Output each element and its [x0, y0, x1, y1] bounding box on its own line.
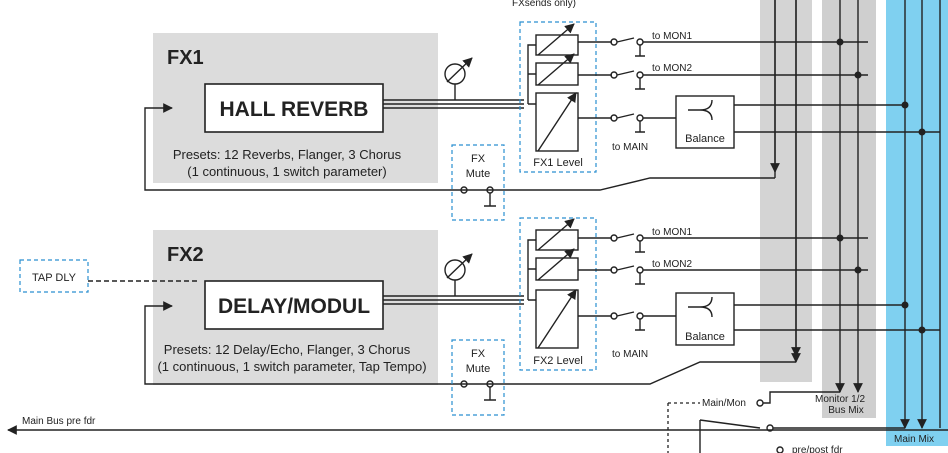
fx1-balance-label: Balance — [685, 133, 725, 145]
fx2-to-main: to MAIN — [612, 349, 648, 360]
fx2-fader-main[interactable] — [535, 289, 579, 349]
fx2-to-mon1: to MON1 — [652, 227, 692, 238]
main-mix-bar — [886, 0, 948, 446]
tap-dly-dashed-box[interactable] — [19, 259, 89, 293]
fx1-level-dashed-box — [519, 21, 597, 173]
fx1-to-mon2: to MON2 — [652, 63, 692, 74]
fx-bus-bar — [760, 0, 812, 382]
fx1-mute-label-2: Mute — [466, 168, 490, 180]
monitor-bus-label-line1: Monitor 1/2 — [815, 394, 865, 405]
fx1-mute-label-1: FX — [471, 153, 486, 165]
fx1-send-knob-icon[interactable] — [444, 63, 466, 85]
fx2-output-lines — [383, 295, 524, 305]
top-note: FXsends only) — [512, 0, 576, 9]
fx1-effect-box — [204, 83, 384, 133]
main-bus-pre-fdr-label: Main Bus pre fdr — [22, 416, 96, 427]
fx2-send-knob-icon[interactable] — [444, 259, 466, 281]
fx1-title: FX1 — [167, 47, 204, 69]
fx1-fader-main[interactable] — [535, 92, 579, 152]
fx2-to-mon2: to MON2 — [652, 259, 692, 270]
tap-dly-label: TAP DLY — [32, 272, 77, 284]
fx1-output-lines — [383, 99, 524, 109]
fx2-mute-label-1: FX — [471, 348, 486, 360]
main-mon-switch[interactable] — [756, 399, 764, 407]
fx1-input-line — [144, 103, 775, 191]
fx1-effect-name: HALL REVERB — [220, 98, 369, 121]
fx1-level-label: FX1 Level — [533, 157, 583, 169]
fx1-balance-box[interactable] — [675, 95, 735, 149]
fx2-balance-label: Balance — [685, 331, 725, 343]
main-mon-label: Main/Mon — [702, 398, 746, 409]
fx2-presets-line2: (1 continuous, 1 switch parameter, Tap T… — [157, 359, 426, 374]
fx1-mute-switch[interactable] — [460, 186, 468, 194]
fx2-level-dashed-box — [519, 217, 597, 371]
fx2-title: FX2 — [167, 244, 204, 266]
fx1-to-mon1: to MON1 — [652, 31, 692, 42]
main-mix-label: Main Mix — [894, 434, 934, 445]
fx2-balance-box[interactable] — [675, 292, 735, 346]
monitor-bus-label-line2: Bus Mix — [828, 405, 864, 416]
fx1-to-main: to MAIN — [612, 142, 648, 153]
fx2-presets-line1: Presets: 12 Delay/Echo, Flanger, 3 Choru… — [164, 342, 411, 357]
fx1-presets-line1: Presets: 12 Reverbs, Flanger, 3 Chorus — [173, 147, 402, 162]
fx2-mute-switch[interactable] — [460, 380, 468, 388]
fx2-effect-name: DELAY/MODUL — [218, 295, 370, 318]
monitor-bus-bar — [822, 0, 876, 418]
pre-post-fdr-label: pre/post fdr — [792, 445, 843, 453]
fx2-mute-label-2: Mute — [466, 363, 490, 375]
fx1-presets-line2: (1 continuous, 1 switch parameter) — [187, 164, 386, 179]
fx2-input-line — [144, 301, 796, 385]
pre-post-fdr-switch[interactable] — [776, 446, 784, 453]
fx2-effect-box — [204, 280, 384, 330]
fx2-level-label: FX2 Level — [533, 355, 583, 367]
